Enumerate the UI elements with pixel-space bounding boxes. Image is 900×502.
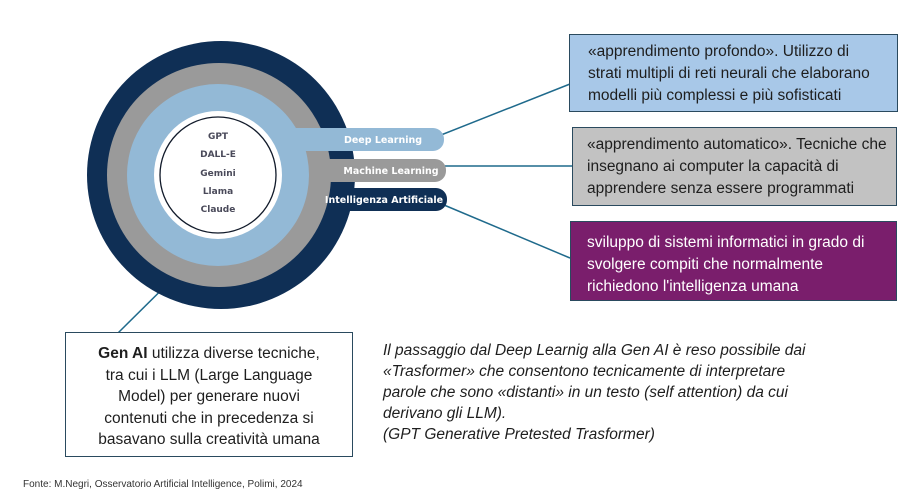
connector-intelligenza-artificiale [443,204,571,259]
callout-machine-learning: «apprendimento automatico». Tecniche che… [572,127,897,206]
core-model-claude: Claude [201,205,236,215]
label-machine-learning: Machine Learning [343,166,438,177]
genai-text-line: tra cui i LLM (Large Language [105,366,313,384]
note-line: «Trasformer» che consentono tecnicamente… [383,363,786,380]
source-citation: Fonte: M.Negri, Osservatorio Artificial … [23,479,303,490]
callout-text-line: svolgere compiti che normalmente [587,256,824,273]
genai-bold-term: Gen AI [98,345,148,362]
genai-text-line: contenuti che in precedenza si [104,409,314,427]
genai-first-line: Gen AI utilizza diverse tecniche, [66,343,352,365]
core-outline [159,116,277,234]
transformer-note: Il passaggio dal Deep Learnig alla Gen A… [383,340,883,445]
connector-deep-learning [440,83,571,136]
label-deep-learning: Deep Learning [344,135,422,146]
note-line: parole che sono «distanti» in un testo (… [383,384,788,401]
callout-deep-learning: «apprendimento profondo». Utilizzo di st… [569,34,898,112]
label-intelligenza-artificiale: Intelligenza Artificiale [325,195,443,206]
pill-machine-learning [290,159,446,182]
note-line: (GPT Generative Pretested Trasformer) [383,426,655,443]
core-circle [154,111,282,239]
callout-text-line: insegnano ai computer la capacità di [587,158,839,175]
pill-deep-learning [280,128,444,151]
callout-text-line: sviluppo di sistemi informatici in grado… [587,234,865,251]
callout-text-line: apprendere senza essere programmati [587,180,855,197]
pill-intelligenza-artificiale [300,188,447,211]
callout-text-line: «apprendimento profondo». Utilizzo di [588,43,850,60]
genai-callout: Gen AI utilizza diverse tecniche, tra cu… [65,332,353,457]
genai-first-line-rest: utilizza diverse tecniche, [147,345,320,362]
callout-intelligenza-artificiale: sviluppo di sistemi informatici in grado… [570,221,897,301]
note-line: derivano gli LLM). [383,405,507,422]
note-line: Il passaggio dal Deep Learnig alla Gen A… [383,342,806,359]
callout-text-line: «apprendimento automatico». Tecniche che [587,136,887,153]
callout-text-line: strati multipli di reti neurali che elab… [588,65,870,82]
core-model-gemini: Gemini [200,169,235,179]
callout-text-line: richiedono l'intelligenza umana [587,278,799,295]
core-model-gpt: GPT [208,132,229,142]
callout-text-line: modelli più complessi e più sofisticati [588,87,842,104]
core-model-llama: Llama [203,187,233,197]
genai-text-line: Model) per generare nuovi [118,388,300,405]
genai-text-line: basavano sulla creatività umana [98,431,320,448]
core-model-dalle: DALL-E [200,150,236,160]
